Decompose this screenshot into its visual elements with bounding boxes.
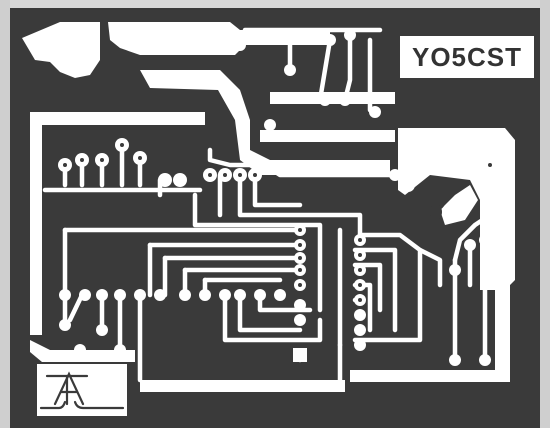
designer-logo (37, 364, 127, 416)
board-callsign-label: YO5CST (400, 36, 534, 78)
copper-traces (42, 27, 503, 383)
board-edge-right (540, 0, 550, 428)
logo-glyph-icon (39, 371, 125, 410)
board-edge-highlight (0, 0, 550, 8)
drill-holes (63, 143, 492, 302)
pour-cutouts (270, 106, 446, 220)
board-edge-left (0, 0, 10, 428)
